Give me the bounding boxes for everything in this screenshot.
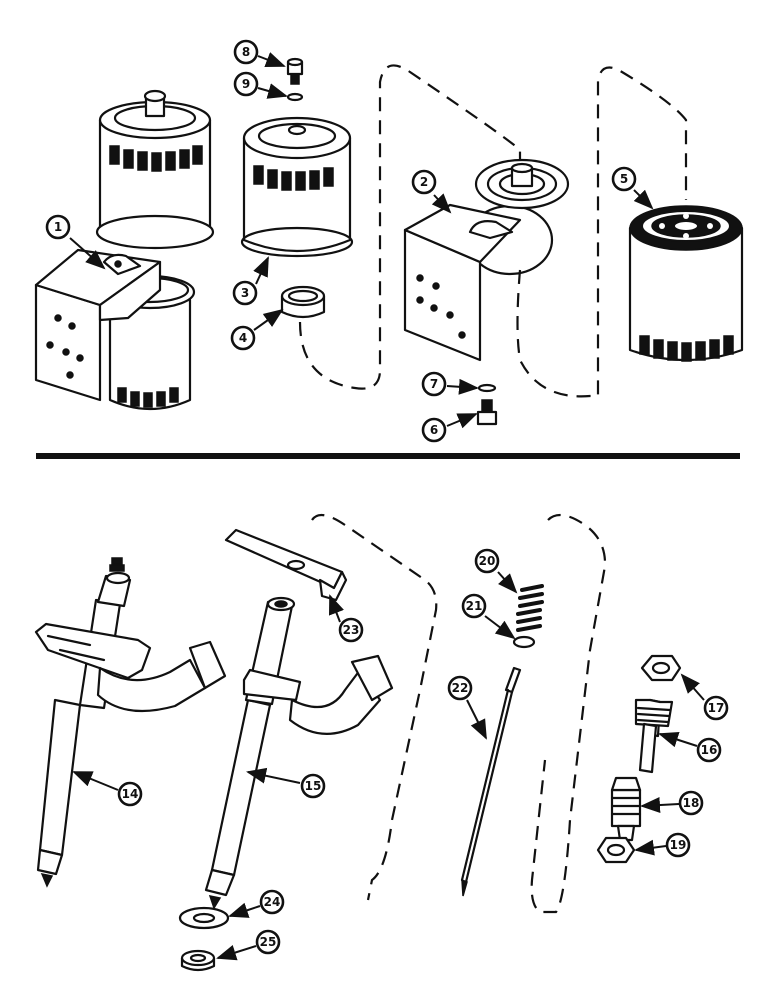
washer-7 xyxy=(477,383,497,393)
callout-6: 6 xyxy=(421,413,478,443)
callout-9-label: 9 xyxy=(242,77,250,91)
spring-20 xyxy=(516,584,544,632)
callout-21-label: 21 xyxy=(466,599,483,613)
dashed-group-line-bottom-1 xyxy=(311,513,438,901)
callout-19-label: 19 xyxy=(670,838,687,852)
filter-head-2 xyxy=(403,158,570,362)
callout-1: 1 xyxy=(45,214,106,270)
callout-18: 18 xyxy=(640,790,704,816)
callout-9: 9 xyxy=(233,71,288,99)
injector-14 xyxy=(34,557,227,888)
callout-17-label: 17 xyxy=(708,701,725,715)
washer-24 xyxy=(178,906,230,930)
callout-1-label: 1 xyxy=(54,220,62,234)
dashed-group-line-top-1 xyxy=(298,64,522,390)
callout-14-label: 14 xyxy=(122,787,139,801)
dashed-group-line-bottom-2 xyxy=(530,513,607,914)
washer-9 xyxy=(286,92,304,102)
bleed-screw-8 xyxy=(286,57,304,85)
callout-24: 24 xyxy=(228,889,285,918)
spring-seat-21 xyxy=(512,635,536,649)
callout-6-label: 6 xyxy=(430,423,438,437)
nut-19 xyxy=(596,836,636,864)
callout-8: 8 xyxy=(233,39,286,68)
callout-14: 14 xyxy=(72,771,143,807)
callout-15: 15 xyxy=(246,767,326,799)
callout-16-label: 16 xyxy=(701,743,718,757)
callout-5: 5 xyxy=(611,166,654,210)
callout-25: 25 xyxy=(216,929,281,961)
callout-21: 21 xyxy=(461,593,516,640)
callout-20-label: 20 xyxy=(479,554,496,568)
callout-24-label: 24 xyxy=(264,895,281,909)
callout-18-label: 18 xyxy=(683,796,700,810)
callout-5-label: 5 xyxy=(620,172,628,186)
drain-plug-6 xyxy=(476,399,498,426)
callout-8-label: 8 xyxy=(242,45,250,59)
nut-17 xyxy=(640,654,682,682)
callout-4: 4 xyxy=(230,308,284,351)
callout-4-label: 4 xyxy=(239,331,247,345)
callout-19: 19 xyxy=(634,832,691,858)
callout-16: 16 xyxy=(658,731,722,763)
push-rod-22 xyxy=(460,666,522,897)
callout-2: 2 xyxy=(411,169,452,214)
filter-assembly-1 xyxy=(34,89,215,411)
callout-22: 22 xyxy=(447,675,487,740)
callout-23-label: 23 xyxy=(343,623,360,637)
sleeve-16 xyxy=(634,698,674,774)
washer-25 xyxy=(180,949,216,972)
section-divider xyxy=(36,453,740,459)
callout-22-label: 22 xyxy=(452,681,469,695)
filter-3 xyxy=(240,116,354,258)
callout-25-label: 25 xyxy=(260,935,277,949)
callout-7-label: 7 xyxy=(430,377,438,391)
dashed-group-line-top-2 xyxy=(516,66,688,398)
callout-3: 3 xyxy=(232,256,269,306)
callout-23: 23 xyxy=(328,594,364,643)
callout-2-label: 2 xyxy=(420,175,428,189)
callout-20: 20 xyxy=(474,548,518,594)
callout-7: 7 xyxy=(421,371,479,397)
bracket-23 xyxy=(224,528,348,602)
callout-17: 17 xyxy=(680,673,729,721)
callout-15-label: 15 xyxy=(305,779,322,793)
seal-ring-4 xyxy=(280,285,326,319)
injector-15 xyxy=(204,596,394,910)
filter-element-5 xyxy=(628,205,744,362)
fitting-18 xyxy=(610,776,642,842)
callout-3-label: 3 xyxy=(241,286,249,300)
